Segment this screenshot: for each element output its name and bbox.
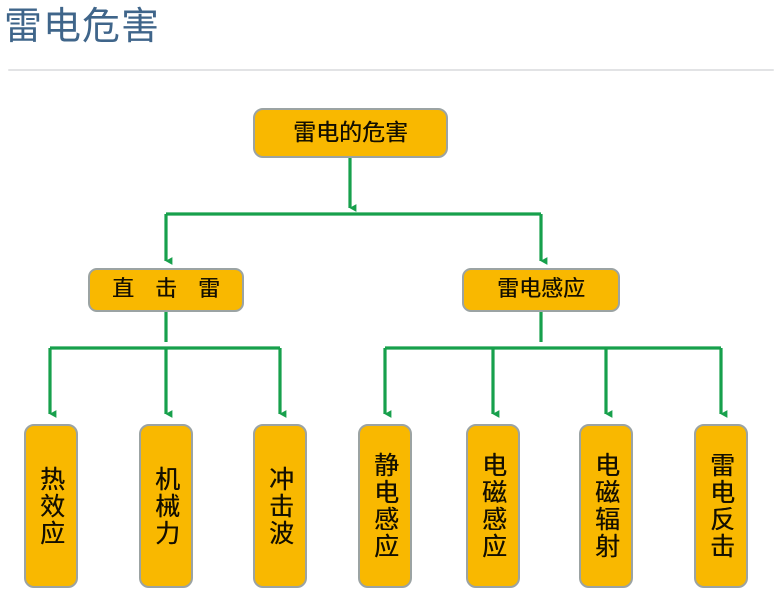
node-root-label: 雷电的危害 (293, 119, 408, 146)
page-title: 雷电危害 (4, 4, 161, 48)
title-divider (8, 69, 774, 71)
node-direct-lightning-label: 直 击 雷 (112, 277, 227, 303)
node-mechanical-force-label: 机械力 (151, 465, 181, 547)
node-lightning-induction[interactable]: 雷电感应 (462, 268, 620, 312)
node-shock-wave[interactable]: 冲击波 (253, 424, 307, 588)
node-lightning-counterattack-label: 雷电反击 (706, 452, 736, 560)
node-mechanical-force[interactable]: 机械力 (139, 424, 193, 588)
node-lightning-counterattack[interactable]: 雷电反击 (694, 424, 748, 588)
node-shock-wave-label: 冲击波 (265, 465, 295, 547)
node-lightning-induction-label: 雷电感应 (496, 277, 585, 303)
node-electromagnetic-induction-label: 电磁感应 (478, 452, 508, 560)
node-electrostatic-induction[interactable]: 静电感应 (358, 424, 412, 588)
node-thermal-effect-label: 热效应 (36, 465, 66, 547)
node-electromagnetic-radiation[interactable]: 电磁辐射 (579, 424, 633, 588)
node-electromagnetic-radiation-label: 电磁辐射 (591, 452, 621, 560)
node-direct-lightning[interactable]: 直 击 雷 (88, 268, 244, 312)
node-electrostatic-induction-label: 静电感应 (370, 452, 400, 560)
node-thermal-effect[interactable]: 热效应 (24, 424, 78, 588)
node-electromagnetic-induction[interactable]: 电磁感应 (466, 424, 520, 588)
node-root[interactable]: 雷电的危害 (253, 108, 448, 158)
